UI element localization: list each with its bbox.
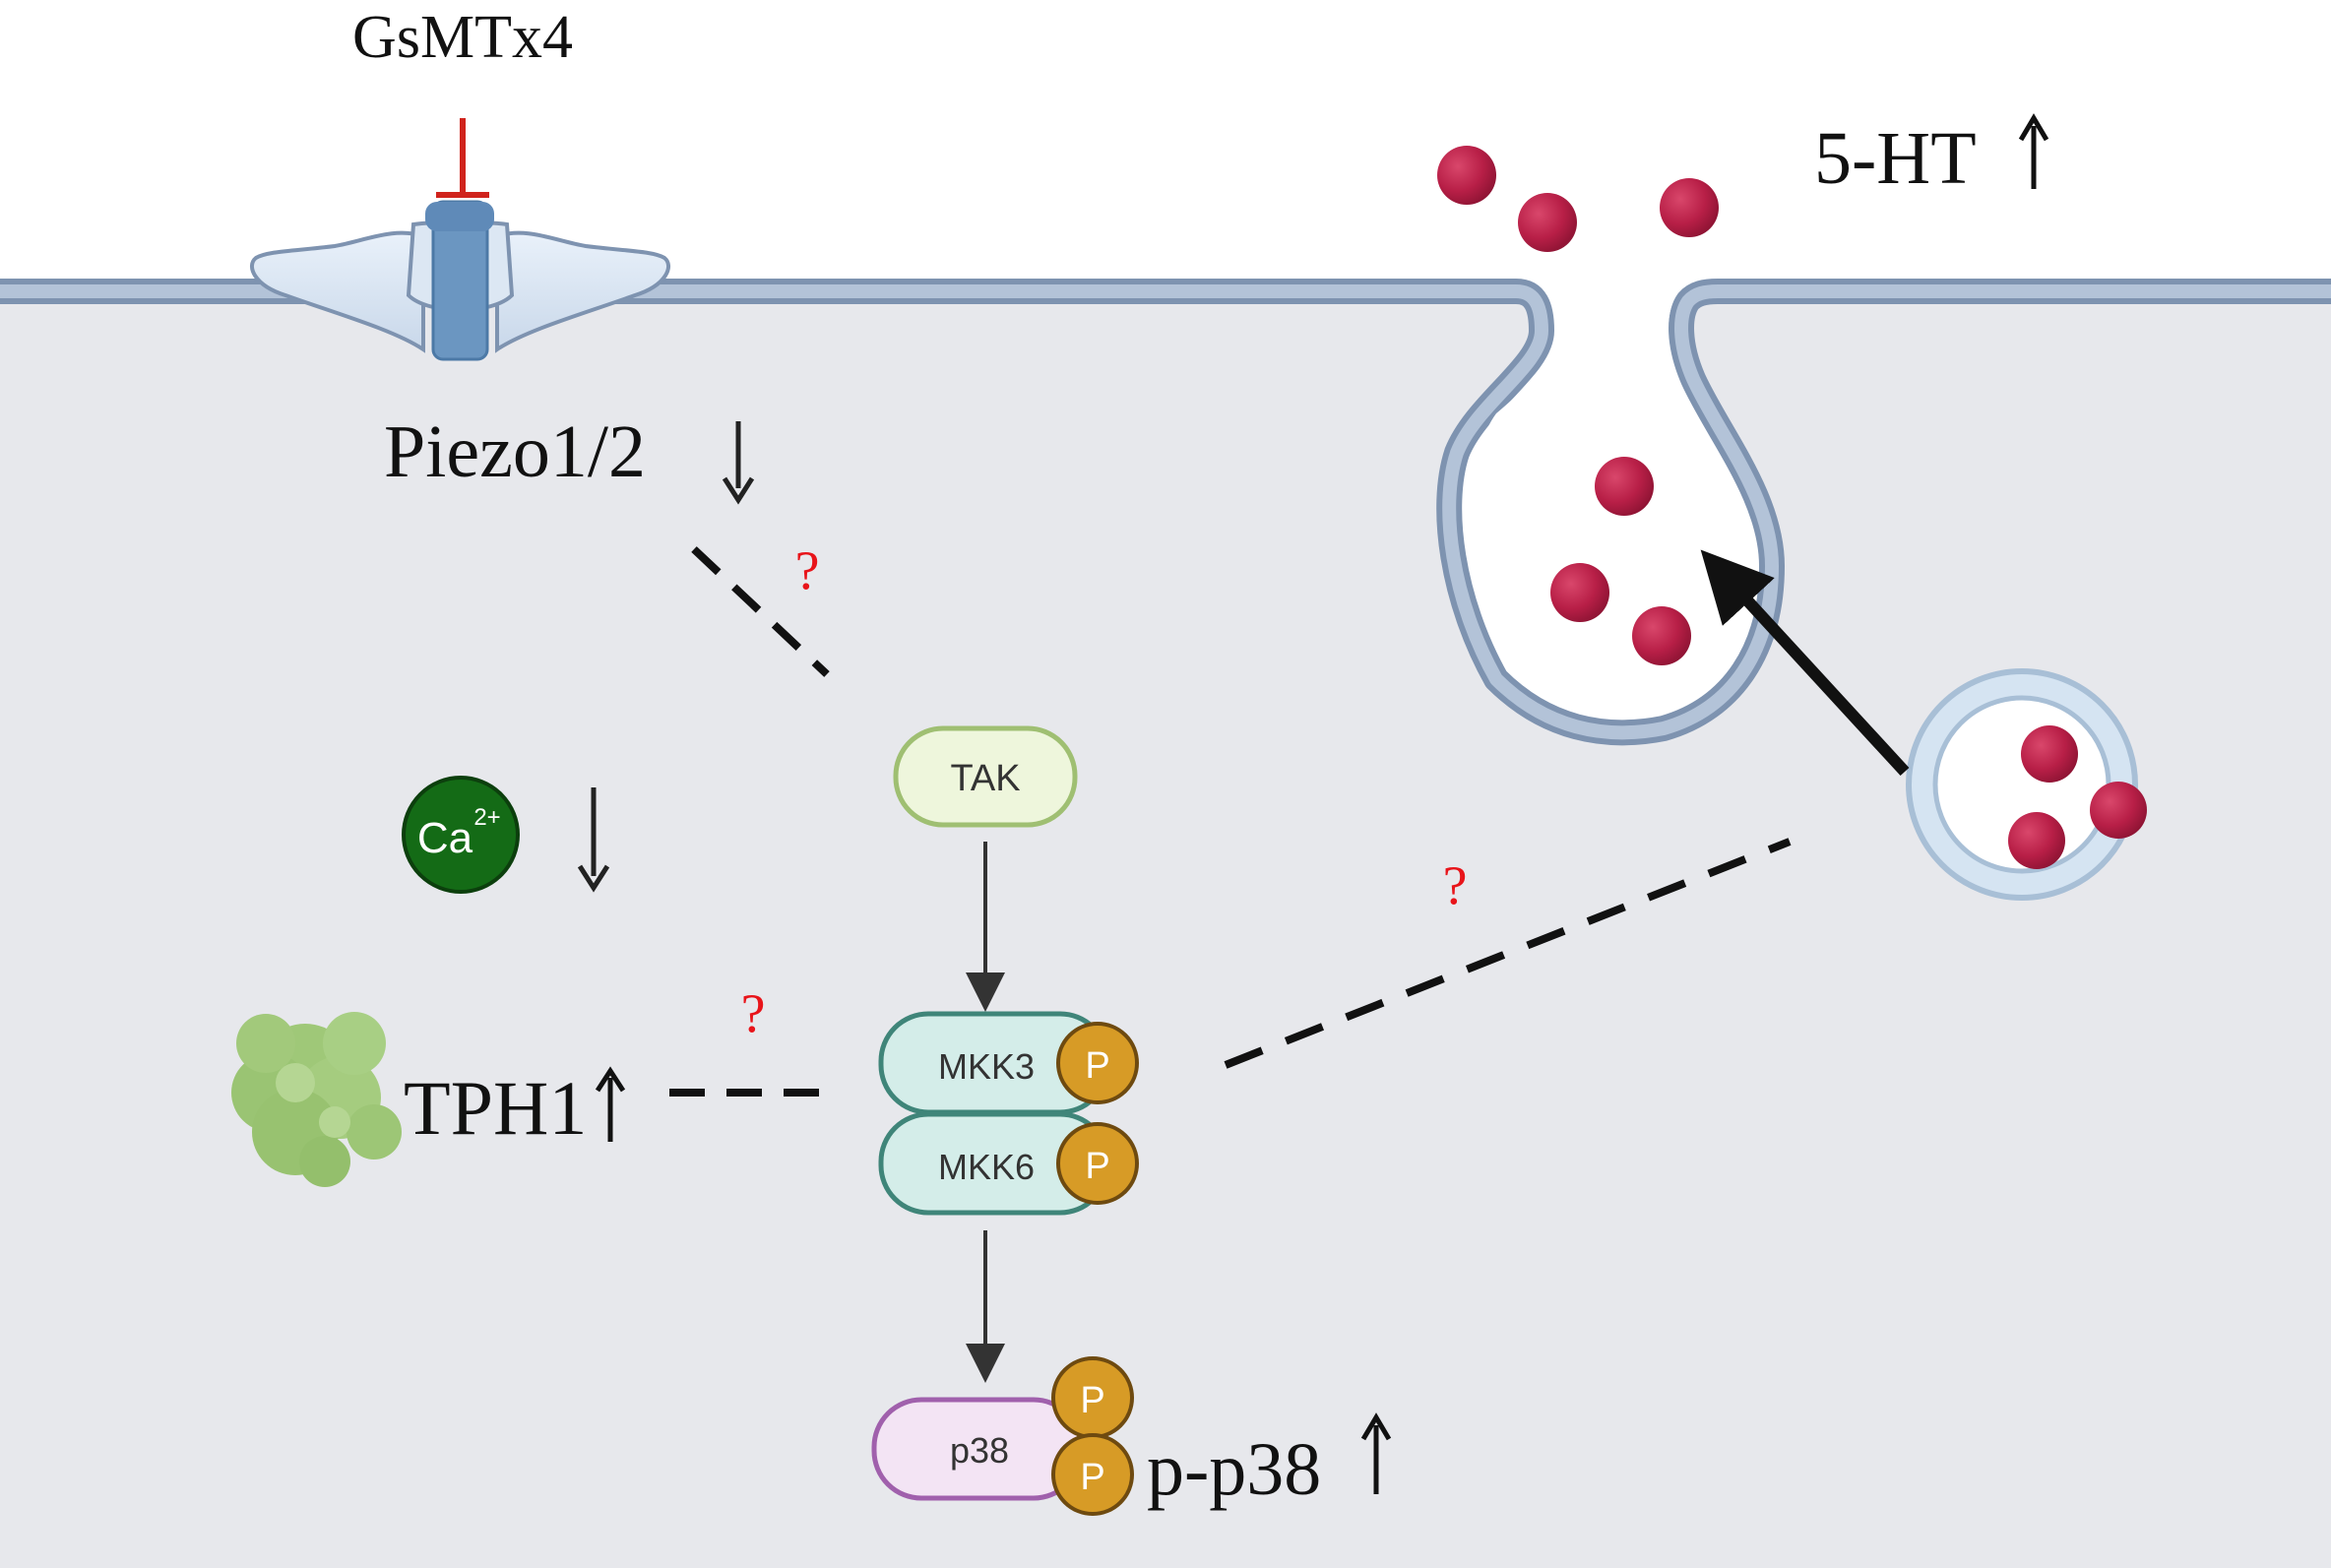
serotonin-up-arrow [2018, 113, 2049, 189]
cytoplasm [0, 291, 2331, 1568]
gsmtx4-label: GsMTx4 [352, 4, 573, 71]
serotonin-granule-icon [1632, 606, 1691, 665]
serotonin-granule-icon [1660, 178, 1719, 237]
serotonin-label: 5-HT [1814, 117, 1977, 200]
tak-node: TAK [893, 725, 1078, 828]
mkk3-phospho-label: P [1085, 1045, 1109, 1087]
calcium-ion-icon: Ca 2+ [402, 776, 520, 894]
calcium-label: Ca [417, 814, 473, 862]
mkk3-label: MKK3 [938, 1046, 1035, 1087]
release-arrow [1700, 549, 1910, 777]
piezo-tak-dashed-link [691, 546, 830, 677]
tph1-up-arrow [595, 1066, 626, 1142]
p38-phospho-label-1: P [1080, 1380, 1104, 1421]
plasma-membrane-inner [0, 284, 2331, 740]
pp38-label: p-p38 [1147, 1428, 1321, 1511]
calcium-charge: 2+ [473, 804, 500, 831]
serotonin-granule-icon [1437, 146, 1496, 205]
mkk6-label: MKK6 [938, 1147, 1035, 1187]
mkk3-phospho-icon [1056, 1022, 1139, 1104]
question-mark-3: ? [1443, 855, 1468, 916]
released-granules [1437, 146, 1719, 252]
calcium-down-arrow [577, 787, 610, 893]
serotonin-granule-icon [1550, 563, 1609, 622]
serotonin-granule-icon [1595, 457, 1654, 516]
tph1-protein-icon [231, 1012, 402, 1187]
mkk6-node: MKK6 P [878, 1111, 1139, 1216]
mkk-vesicle-dashed-link [1224, 838, 1792, 1069]
p38-node: p38 P P [871, 1356, 1134, 1516]
p38-phospho-label-2: P [1080, 1457, 1104, 1498]
mkk6-phospho-label: P [1085, 1146, 1109, 1187]
p38-label: p38 [950, 1430, 1009, 1471]
piezo-channel-icon [250, 200, 670, 361]
pp38-up-arrow [1360, 1412, 1392, 1494]
vesicle-icon [1906, 668, 2147, 901]
inhibition-icon [436, 118, 489, 198]
tak-label: TAK [950, 758, 1020, 799]
piezo-label: Piezo1/2 [384, 410, 646, 493]
p38-phospho-icon-2 [1051, 1433, 1134, 1516]
question-mark-2: ? [741, 983, 766, 1044]
mkk3-node: MKK3 P [878, 1011, 1139, 1115]
mkk6-phospho-icon [1056, 1122, 1139, 1205]
tph1-label: TPH1 [404, 1065, 587, 1151]
question-mark-1: ? [795, 540, 820, 601]
pocket-granules [1550, 457, 1691, 665]
serotonin-granule-icon [1518, 193, 1577, 252]
piezo-down-arrow [722, 421, 755, 505]
